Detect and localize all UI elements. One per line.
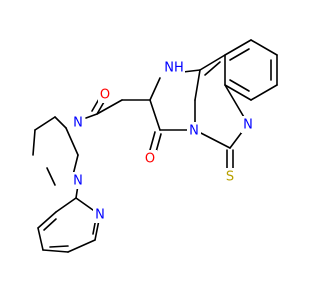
label-bg xyxy=(223,168,237,185)
bond-co xyxy=(96,101,105,115)
bond xyxy=(224,39,252,56)
ring-carbonyl-o-label: O xyxy=(145,152,155,167)
bond xyxy=(250,39,278,56)
nh-label: NH xyxy=(164,61,184,76)
bond-double-inner xyxy=(49,245,69,248)
bond xyxy=(72,154,79,176)
bond xyxy=(194,69,201,101)
bond xyxy=(199,54,226,71)
bond xyxy=(67,239,96,253)
label-bg xyxy=(71,172,85,189)
bond xyxy=(149,99,161,131)
bond xyxy=(250,84,278,101)
thione-s-label: S xyxy=(226,170,234,185)
bond xyxy=(32,129,36,156)
bond-co xyxy=(91,98,100,112)
atom-labels: NH N N S O O N N N xyxy=(71,59,255,223)
bond xyxy=(42,249,69,253)
bond-double-inner xyxy=(204,61,221,76)
label-bg xyxy=(143,150,157,167)
amide-carbonyl-o-label: O xyxy=(100,88,110,103)
bond xyxy=(34,116,56,131)
pyridine-n-label: N xyxy=(95,208,105,223)
bond xyxy=(54,116,67,129)
bond xyxy=(46,167,56,186)
piperazine-n1-label: N xyxy=(73,116,83,131)
label-bg xyxy=(71,114,85,131)
bond xyxy=(96,99,123,115)
structure-canvas: NH N N S O O N N N xyxy=(32,39,278,253)
piperazine-n2-label: N xyxy=(73,174,83,189)
bond xyxy=(85,113,98,119)
label-bg xyxy=(187,122,201,139)
bond-double-inner xyxy=(229,48,250,61)
bond xyxy=(37,227,44,251)
quinazoline-n-label: N xyxy=(243,118,253,133)
bond-co xyxy=(155,133,162,153)
label-bg xyxy=(241,116,255,133)
bond xyxy=(149,77,161,101)
bond-co xyxy=(149,131,156,151)
bond xyxy=(224,84,252,101)
bond xyxy=(37,211,57,229)
bond xyxy=(65,127,79,156)
bond-double-inner xyxy=(43,218,57,231)
bonds xyxy=(32,39,278,253)
bond-double-inner xyxy=(229,79,250,92)
imidazole-n-label: N xyxy=(189,124,199,139)
label-bg xyxy=(93,206,107,223)
bond xyxy=(55,197,77,213)
bond xyxy=(182,69,201,73)
label-bg xyxy=(163,59,185,76)
label-bg xyxy=(98,86,112,103)
molecule-diagram: NH N N S O O N N N xyxy=(32,39,278,253)
